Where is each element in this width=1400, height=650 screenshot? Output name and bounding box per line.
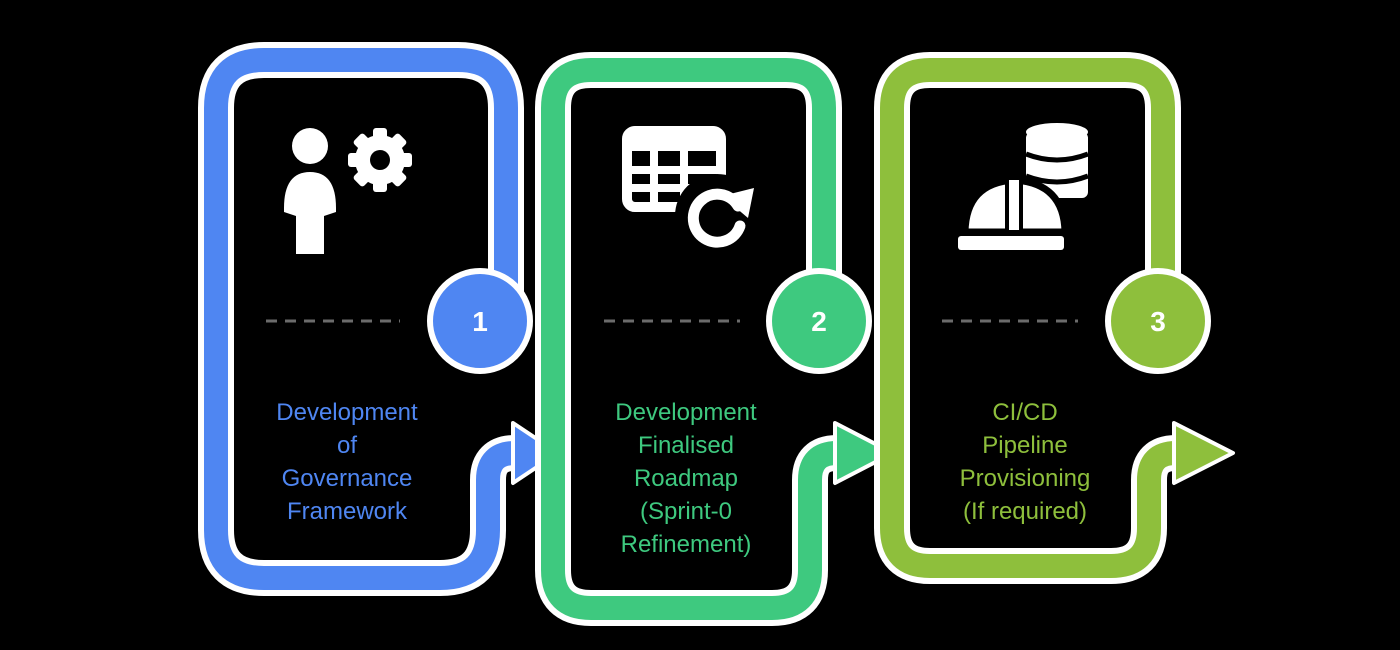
step-1-frame-color	[204, 48, 518, 590]
step-3-arrowhead	[1172, 421, 1235, 485]
step-1-label: Development of Governance Framework	[276, 399, 418, 525]
hardhat-database-icon	[958, 123, 1089, 250]
step-3-label: CI/CD Pipeline Provisioning (If required…	[959, 399, 1091, 525]
table-refresh-icon	[622, 126, 759, 258]
step-1-number: 1	[472, 306, 488, 337]
step-2: 2	[535, 52, 895, 626]
step-1: 1	[198, 42, 560, 596]
step-3: 3	[874, 52, 1235, 584]
step-3-number-badge	[1105, 268, 1211, 374]
step-2-label: Development Finalised Roadmap (Sprint-0 …	[615, 399, 757, 558]
step-2-frame-color	[541, 58, 838, 620]
step-2-arrowhead	[833, 421, 895, 485]
person-gear-icon	[284, 128, 412, 254]
step-3-frame-color	[880, 58, 1177, 578]
step-1-number-badge	[427, 268, 533, 374]
step-2-number: 2	[811, 306, 827, 337]
step-3-number: 3	[1150, 306, 1166, 337]
step-2-number-badge	[766, 268, 872, 374]
